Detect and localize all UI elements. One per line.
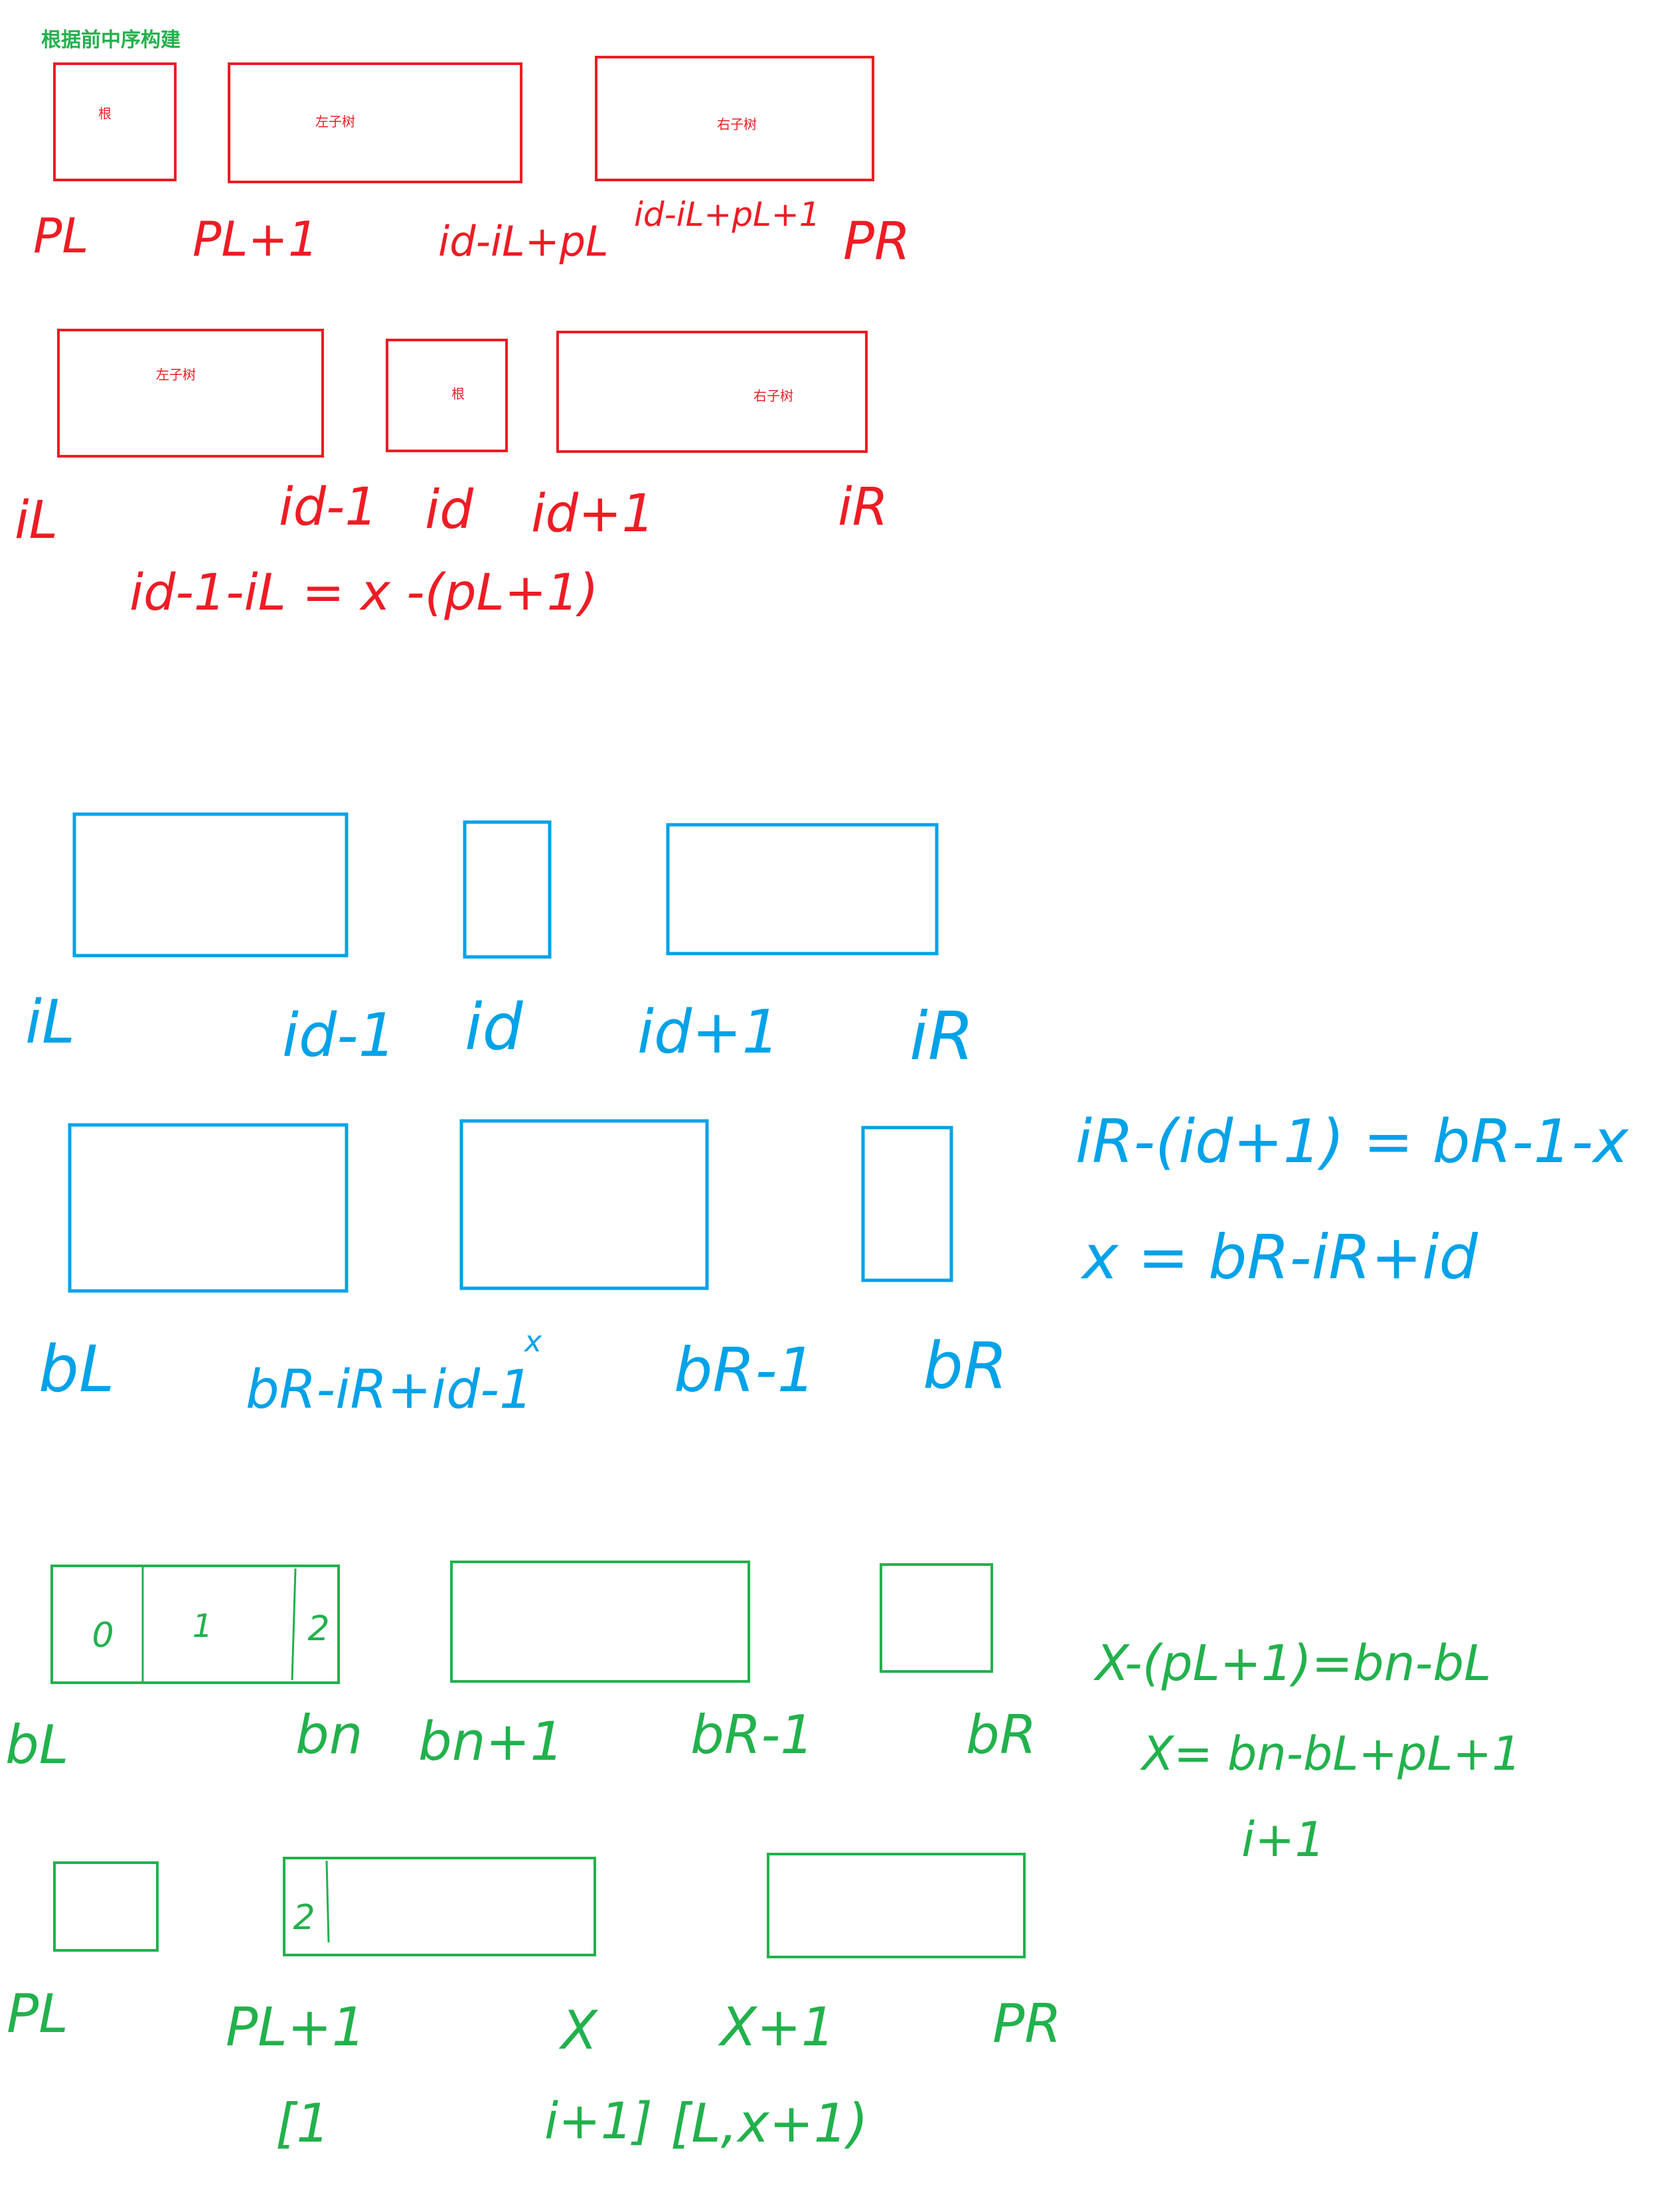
pre-root-box	[53, 62, 177, 181]
blue-in-right-box	[666, 823, 939, 956]
blue-equations: iR-(id+1) = bR-1-x x = bR-iR+id	[1075, 1107, 1630, 1293]
pre-label-pl: PL	[33, 208, 89, 264]
blue-post-label-x: x	[523, 1325, 542, 1359]
green-row2-divider	[325, 1860, 330, 1943]
pre-label-left-end: id-iL+pL	[438, 217, 609, 266]
pre-label-pr: PR	[843, 212, 910, 272]
green-array-cell-0: 0	[92, 1616, 114, 1656]
green-row2-right-box	[767, 1853, 1026, 1958]
green-array-cell-2: 2	[307, 1609, 329, 1649]
blue-post-label-br: bR	[923, 1329, 1008, 1403]
in-label-id-plus-1: id+1	[531, 484, 655, 544]
pre-left-subtree-box	[228, 62, 522, 183]
green-row2-left-box	[283, 1857, 596, 1956]
green-row2-sublabel-3: [L,x+1)	[671, 2092, 868, 2154]
in-label-id: id	[425, 479, 474, 541]
blue-in-label-ir: iR	[910, 997, 974, 1075]
blue-inorder-row: iL id-1 id id+1 iR	[25, 812, 974, 1075]
pre-label-pl-plus-1: PL+1	[193, 211, 319, 267]
in-label-ir: iR	[838, 477, 888, 537]
green-row2-label-x-plus-1: X+1	[718, 1996, 835, 2058]
green-row2-label-pl: PL	[7, 1983, 68, 2045]
in-label-id-minus-1: id-1	[279, 477, 378, 537]
green-row2-sublabel-2: i+1]	[544, 2091, 653, 2150]
green-row2-root-box	[53, 1861, 159, 1952]
red-inorder-row: 左子树 根 右子树 iL id-1 id id+1 iR id-1-iL = x…	[15, 329, 888, 622]
in-label-il: iL	[15, 491, 58, 551]
blue-in-label-id: id	[465, 990, 524, 1064]
pre-label-right-start: id-iL+pL+1	[634, 195, 821, 234]
green-row1-label-br: bR	[966, 1704, 1036, 1766]
blue-in-label-il: iL	[25, 987, 75, 1057]
green-row2-marker: 2	[293, 1898, 315, 1938]
green-row2-label-pl-plus-1: PL+1	[226, 1996, 366, 2058]
blue-equation-1: iR-(id+1) = bR-1-x	[1075, 1107, 1630, 1177]
in-root-label: 根	[451, 386, 465, 402]
blue-post-label-bl: bL	[39, 1332, 114, 1406]
green-row1-label-bn-plus-1: bn+1	[418, 1711, 564, 1772]
blue-in-root-box	[463, 820, 552, 959]
in-right-subtree-box	[556, 331, 868, 453]
blue-postorder-row: bL bR-iR+id-1 x bR-1 bR	[39, 1119, 1008, 1420]
green-equation-3: i+1	[1241, 1812, 1325, 1867]
green-equation-1: X-(pL+1)=bn-bL	[1093, 1635, 1491, 1692]
green-equations: X-(pL+1)=bn-bL X= bn-bL+pL+1 i+1	[1093, 1635, 1522, 1867]
blue-post-label-left-end: bR-iR+id-1	[246, 1359, 533, 1420]
green-array-box	[50, 1565, 340, 1684]
in-left-subtree-label: 左子树	[156, 367, 196, 383]
red-preorder-row: 根 左子树 右子树 PL PL+1 id-iL+pL id-iL+pL+1 PR	[33, 56, 910, 272]
in-root-box	[386, 339, 508, 452]
diagram-title: 根据前中序构建	[41, 29, 181, 52]
in-left-subtree-box	[57, 329, 324, 458]
green-row2-sublabel-1: [1	[276, 2092, 330, 2154]
pre-right-subtree-label: 右子树	[717, 116, 757, 132]
pre-right-subtree-box	[595, 56, 874, 181]
blue-in-label-id-plus-1: id+1	[637, 997, 780, 1067]
blue-post-root-box	[861, 1126, 953, 1282]
green-row1-label-bl: bL	[5, 1714, 68, 1776]
red-equation: id-1-iL = x -(pL+1)	[129, 562, 599, 622]
green-row-1: 0 1 2 bL bn bn+1 bR-1 bR	[5, 1561, 1036, 1776]
in-right-subtree-label: 右子树	[753, 388, 793, 404]
pre-root-label: 根	[98, 106, 112, 122]
blue-in-label-id-minus-1: id-1	[282, 1001, 396, 1070]
blue-in-left-box	[72, 812, 349, 958]
pre-left-subtree-label: 左子树	[315, 114, 355, 129]
blue-post-label-br-minus-1: bR-1	[674, 1335, 816, 1406]
green-row1-label-br-minus-1: bR-1	[690, 1704, 814, 1766]
blue-equation-2: x = bR-iR+id	[1080, 1222, 1478, 1293]
blue-post-left-box	[68, 1123, 349, 1293]
green-row2-label-pr: PR	[992, 1993, 1062, 2055]
green-row1-label-bn: bn	[295, 1704, 362, 1766]
green-equation-2: X= bn-bL+pL+1	[1139, 1727, 1522, 1781]
blue-post-right-box	[459, 1119, 709, 1290]
green-row1-right-box	[880, 1563, 993, 1673]
green-row1-middle-box	[450, 1561, 750, 1683]
green-array-divider-2	[291, 1568, 297, 1681]
green-row-2: 2 PL PL+1 X X+1 PR [1 i+1] [L,x+1)	[7, 1853, 1062, 2154]
green-array-cell-1: 1	[193, 1608, 213, 1645]
green-row2-label-x: X	[558, 1999, 599, 2061]
